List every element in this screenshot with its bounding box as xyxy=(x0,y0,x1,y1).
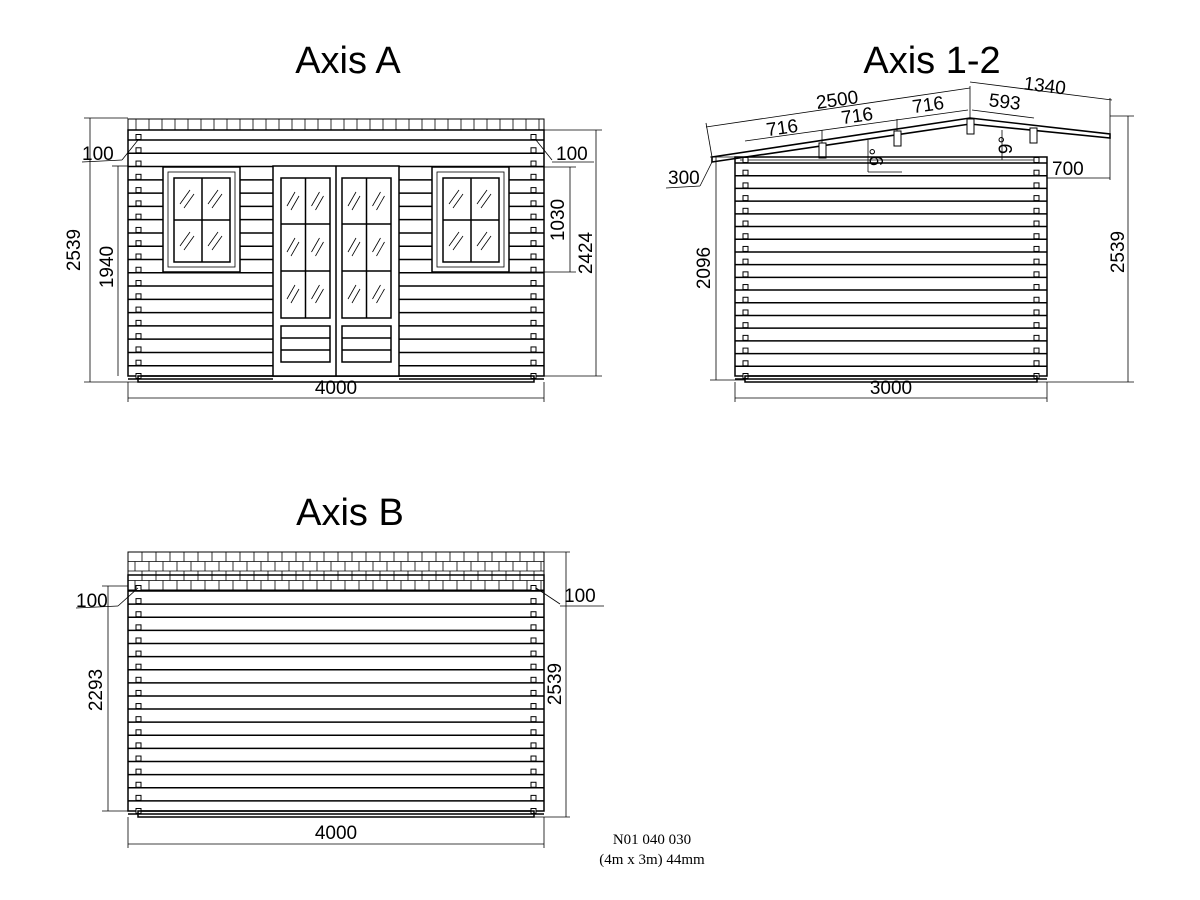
axis-12-angle-2-label: 9° xyxy=(996,136,1017,154)
axis-12-total-height-label: 2539 xyxy=(1108,231,1129,273)
axis-b-roof xyxy=(127,551,545,591)
axis-a-total-height-label: 2539 xyxy=(64,229,85,271)
axis-a-window-left xyxy=(162,166,241,273)
axis-a-window-right xyxy=(431,166,510,273)
axis-a-right-offset-label: 100 xyxy=(556,144,588,165)
axis-12-overhang-top-label: 1340 xyxy=(1022,74,1067,100)
axis-b-wall-height-label: 2293 xyxy=(86,669,107,711)
axis-b-base xyxy=(137,810,535,818)
axis-a-roof xyxy=(127,118,545,131)
axis-a-title: Axis A xyxy=(295,40,401,82)
axis-b-dimensions: 100 100 2293 2539 4000 xyxy=(75,551,604,848)
axis-a-dimensions: 2539 1940 100 100 1030 2424 xyxy=(64,117,602,402)
axis-12-purlin-3-label: 716 xyxy=(911,93,945,118)
axis-12-base xyxy=(744,375,1038,383)
axis-12-wall-logs xyxy=(735,157,1047,380)
axis-b-total-height-label: 2539 xyxy=(545,663,566,705)
axis-a-window-height-label: 1030 xyxy=(548,199,569,241)
axis-12-purlin-4-label: 593 xyxy=(988,90,1022,115)
axis-12-overhang-label: 700 xyxy=(1052,159,1084,180)
axis-b-title: Axis B xyxy=(296,492,404,534)
axis-12-dimensions: 2500 1340 716 716 716 593 9° 9° 300 xyxy=(665,74,1134,402)
axis-a-left-offset-label: 100 xyxy=(82,144,114,165)
axis-a-double-door xyxy=(272,165,400,377)
axis-b-wall-logs xyxy=(128,585,544,815)
axis-a-elevation: 2539 1940 100 100 1030 2424 xyxy=(64,117,602,402)
axis-a-wall-height-label: 1940 xyxy=(97,246,118,288)
axis-b-right-offset-label: 100 xyxy=(564,586,596,607)
axis-12-purlin-1-label: 716 xyxy=(765,116,799,141)
axis-b-width-label: 4000 xyxy=(315,823,357,844)
axis-12-elevation: 2500 1340 716 716 716 593 9° 9° 300 xyxy=(665,74,1134,402)
axis-12-angle-1-label: 9° xyxy=(867,148,888,166)
axis-a-door-height-label: 2424 xyxy=(576,231,597,274)
axis-12-purlin-2-label: 716 xyxy=(840,104,874,129)
axis-b-left-offset-label: 100 xyxy=(76,591,108,612)
axis-12-title: Axis 1-2 xyxy=(863,40,1000,82)
axis-12-wall-height-label: 2096 xyxy=(694,247,715,289)
axis-b-elevation: 100 100 2293 2539 4000 xyxy=(75,551,604,848)
axis-a-width-label: 4000 xyxy=(315,378,357,399)
axis-12-wall xyxy=(734,156,1048,377)
axis-b-wall xyxy=(127,574,545,812)
axis-12-eave-label: 300 xyxy=(668,168,700,189)
axis-12-width-label: 3000 xyxy=(870,378,912,399)
reference-code: N01 040 030 xyxy=(613,832,691,848)
reference-spec: (4m x 3m) 44mm xyxy=(599,852,705,868)
